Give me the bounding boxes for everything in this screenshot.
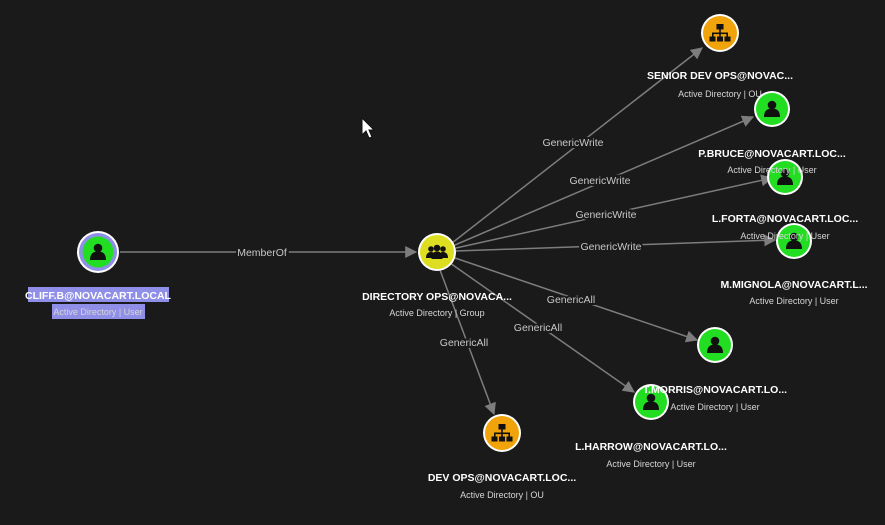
node-label: L.HARROW@NOVACART.LO... [575,441,727,453]
node-type: Active Directory | User [740,231,829,241]
edge-genericall-lharrow[interactable]: GenericAll [449,262,635,393]
node-label: SENIOR DEV OPS@NOVAC... [647,70,793,82]
node-directory-ops[interactable]: DIRECTORY OPS@NOVACA... Active Directory… [362,233,512,318]
edge-label-memberof: MemberOf [237,247,287,259]
edge-genericwrite-mmignola[interactable]: GenericWrite [455,234,777,255]
node-type: Active Directory | User [53,307,142,317]
node-label: CLIFF.B@NOVACART.LOCAL [25,290,172,302]
node-type: Active Directory | User [749,296,838,306]
edge-label-genericwrite: GenericWrite [575,209,636,221]
node-t-morris[interactable]: T.MORRIS@NOVACART.LO... Active Directory… [643,327,787,412]
mouse-pointer-icon [361,116,376,139]
node-senior-dev-ops[interactable]: SENIOR DEV OPS@NOVAC... Active Directory… [647,14,793,99]
node-label: DEV OPS@NOVACART.LOC... [428,472,576,484]
edge-label-genericwrite: GenericWrite [569,175,630,187]
edge-label-genericwrite: GenericWrite [542,137,603,149]
node-type: Active Directory | User [606,459,695,469]
edge-genericwrite-lforta[interactable]: GenericWrite [455,174,774,249]
edge-label-genericall: GenericAll [514,322,562,334]
edge-label-genericall: GenericAll [440,337,488,349]
edge-genericall-tmorris[interactable]: GenericAll [454,257,699,343]
node-label: DIRECTORY OPS@NOVACA... [362,291,512,303]
node-l-forta-labels: L.FORTA@NOVACART.LOC... Active Directory… [712,213,858,241]
node-type: Active Directory | OU [678,89,762,99]
edge-label-genericwrite: GenericWrite [580,241,641,253]
node-cliff-b[interactable]: CLIFF.B@NOVACART.LOCAL Active Directory … [25,231,172,319]
node-p-bruce[interactable]: P.BRUCE@NOVACART.LOC... Active Directory… [698,91,846,175]
edge-genericwrite-pbruce[interactable]: GenericWrite [454,115,755,246]
node-dev-ops[interactable]: DEV OPS@NOVACART.LOC... Active Directory… [428,414,576,500]
node-type: Active Directory | User [727,165,816,175]
node-l-harrow[interactable]: L.HARROW@NOVACART.LO... Active Directory… [575,384,727,469]
node-label: L.FORTA@NOVACART.LOC... [712,213,858,225]
node-type: Active Directory | OU [460,490,544,500]
node-label: P.BRUCE@NOVACART.LOC... [698,148,846,160]
edge-genericall-dev-ops[interactable]: GenericAll [438,269,496,416]
edge-genericwrite-senior-dev-ops[interactable]: GenericWrite [451,47,703,244]
node-m-mignola[interactable]: M.MIGNOLA@NOVACART.L... Active Directory… [720,223,868,306]
node-type: Active Directory | Group [389,308,484,318]
node-type: Active Directory | User [670,402,759,412]
node-l-forta[interactable] [767,159,803,195]
edge-memberof[interactable]: MemberOf [120,245,418,261]
node-label: M.MIGNOLA@NOVACART.L... [720,279,867,291]
node-label: T.MORRIS@NOVACART.LO... [643,384,787,396]
edge-label-genericall: GenericAll [547,294,595,306]
